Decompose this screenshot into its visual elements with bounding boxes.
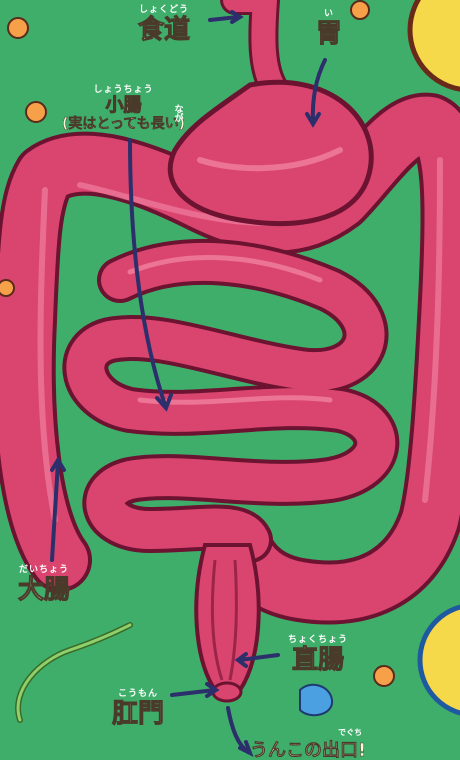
exit-arrow bbox=[228, 708, 248, 752]
anus-label: こうもん 肛門 bbox=[112, 690, 164, 727]
anus-shape bbox=[213, 683, 241, 701]
small-intestine-label: しょうちょう 小腸 なが (実はとっても長い) bbox=[62, 86, 185, 131]
anus-ruby: こうもん bbox=[112, 690, 164, 699]
rectum-text: 直腸 bbox=[288, 647, 348, 673]
rectum-shape bbox=[196, 545, 258, 701]
corner-sun-decoration bbox=[410, 0, 460, 90]
critter-icon bbox=[8, 18, 28, 38]
rectum-label: ちょくちょう 直腸 bbox=[288, 636, 348, 673]
small-intestine-note-ruby: なが bbox=[174, 106, 185, 124]
critter-icon bbox=[0, 280, 14, 296]
critter-icon bbox=[26, 102, 46, 122]
stomach-ruby: い bbox=[316, 10, 342, 19]
large-intestine-label: だいちょう 大腸 bbox=[18, 566, 70, 603]
corner-sun-decoration-bottom bbox=[420, 605, 460, 715]
small-intestine-note: (実はとっても長い) bbox=[62, 117, 185, 131]
critter-icon bbox=[351, 1, 369, 19]
rectum-ruby: ちょくちょう bbox=[288, 636, 348, 645]
blob-critter-icon bbox=[300, 685, 332, 715]
small-intestine-shape bbox=[85, 258, 376, 540]
esophagus-text: 食道 bbox=[138, 17, 190, 43]
large-intestine-ruby: だいちょう bbox=[18, 566, 70, 575]
stomach-text: 胃 bbox=[316, 21, 342, 47]
esophagus-label: しょくどう 食道 bbox=[138, 6, 190, 43]
small-intestine-text: 小腸 bbox=[62, 97, 185, 115]
large-intestine-text: 大腸 bbox=[18, 577, 70, 603]
stomach-label: い 胃 bbox=[316, 10, 342, 47]
small-intestine-ruby: しょうちょう bbox=[62, 86, 185, 95]
exit-text: うんこの出口! bbox=[250, 736, 366, 760]
critter-icon bbox=[374, 666, 394, 686]
esophagus-ruby: しょくどう bbox=[138, 6, 190, 15]
anus-text: 肛門 bbox=[112, 701, 164, 727]
